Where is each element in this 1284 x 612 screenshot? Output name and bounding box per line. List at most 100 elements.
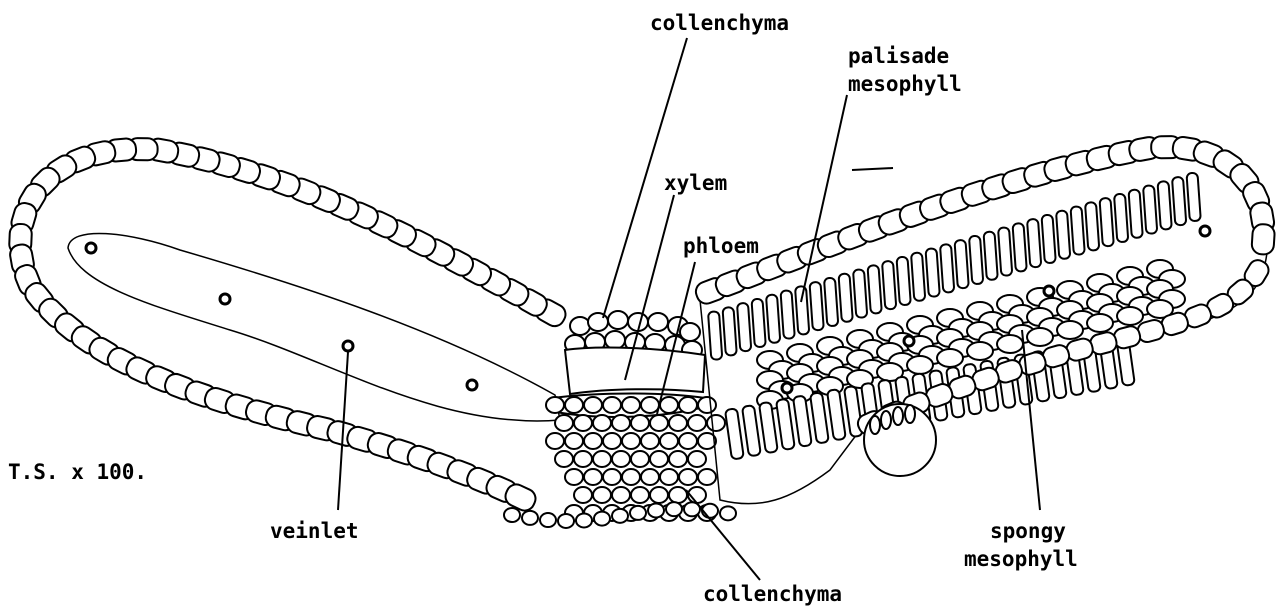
collenchyma-cell	[574, 451, 592, 467]
palisade-cell	[723, 307, 737, 356]
collenchyma-cell	[641, 433, 659, 449]
spongy-cell	[967, 342, 993, 360]
palisade-cell	[725, 408, 744, 459]
collenchyma-cell	[698, 469, 716, 485]
palisade-cell	[827, 389, 846, 440]
collenchyma-cell	[631, 415, 649, 431]
collenchyma-cell	[707, 415, 725, 431]
spongy-cell	[937, 349, 963, 367]
collenchyma-cell	[720, 506, 736, 520]
palisade-cell	[1158, 181, 1172, 230]
palisade-cell	[1187, 173, 1201, 222]
collenchyma-cell	[608, 311, 628, 329]
stray-mark	[852, 168, 893, 170]
collenchyma-cell	[679, 397, 697, 413]
collenchyma-cell	[603, 397, 621, 413]
collenchyma-cell	[593, 451, 611, 467]
palisade-cell	[1071, 206, 1085, 255]
collenchyma-cell	[648, 313, 668, 331]
collenchyma-cell	[588, 313, 608, 331]
label-collenchyma-top: collenchyma	[650, 11, 789, 35]
collenchyma-cell	[612, 415, 630, 431]
spongy-cell	[1057, 321, 1083, 339]
collenchyma-cell	[546, 397, 564, 413]
collenchyma-cell	[631, 487, 649, 503]
palisade-cell	[940, 244, 954, 293]
palisade-cell	[737, 303, 751, 352]
collenchyma-cell	[584, 397, 602, 413]
collenchyma-cell	[688, 451, 706, 467]
palisade-cell	[1056, 210, 1070, 259]
palisade-cell	[969, 236, 983, 285]
collenchyma-cell	[603, 433, 621, 449]
palisade-cell	[752, 299, 766, 348]
collenchyma-cell	[669, 487, 687, 503]
collenchyma-cell	[650, 415, 668, 431]
palisade-cell	[955, 240, 969, 289]
collenchyma-cell	[612, 451, 630, 467]
label-xylem: xylem	[664, 171, 727, 195]
spongy-cell	[907, 356, 933, 374]
label-spongy-line1: spongy	[990, 519, 1066, 543]
palisade-cell	[708, 311, 722, 360]
collenchyma-cell	[612, 509, 628, 523]
collenchyma-cell	[574, 415, 592, 431]
collenchyma-cell	[669, 415, 687, 431]
palisade-cell	[1027, 219, 1041, 268]
palisade-cell	[911, 252, 925, 301]
collenchyma-cell	[650, 451, 668, 467]
spongy-cell	[997, 335, 1023, 353]
palisade-cell	[1129, 189, 1143, 238]
palisade-cell	[793, 396, 812, 447]
collenchyma-cell	[540, 513, 556, 527]
collenchyma-cell	[622, 397, 640, 413]
palisade-cell	[810, 282, 824, 331]
veinlet-dot	[86, 243, 96, 253]
collenchyma-cell	[666, 502, 682, 516]
collenchyma-cell	[593, 415, 611, 431]
collenchyma-cell	[565, 469, 583, 485]
right-upper-epidermis	[693, 135, 1275, 306]
collenchyma-cell	[660, 397, 678, 413]
collenchyma-cell	[660, 433, 678, 449]
collenchyma-cell	[702, 504, 718, 518]
collenchyma-cell	[593, 487, 611, 503]
collenchyma-cell	[570, 317, 590, 335]
epidermal-cell	[1251, 224, 1275, 255]
xylem-region	[565, 348, 705, 394]
collenchyma-cell	[594, 512, 610, 526]
collenchyma-cell	[698, 397, 716, 413]
collenchyma-cell	[584, 469, 602, 485]
label-collenchyma-bottom: collenchyma	[703, 582, 842, 606]
palisade-cell	[1085, 202, 1099, 251]
label-spongy-line2: mesophyll	[964, 547, 1078, 571]
palisade-cell	[897, 257, 911, 306]
left-wing-inner-outline	[68, 233, 560, 421]
palisade-cell	[776, 399, 795, 450]
collenchyma-cell	[669, 451, 687, 467]
vein-dot	[1044, 286, 1054, 296]
collenchyma-cell	[648, 503, 664, 517]
collenchyma-cell	[565, 397, 583, 413]
collenchyma-cell	[546, 433, 564, 449]
collenchyma-cell	[660, 469, 678, 485]
palisade-cell	[926, 248, 940, 297]
label-palisade-line1: palisade	[848, 44, 949, 68]
label-scale: T.S. x 100.	[8, 460, 147, 484]
palisade-cell	[1013, 223, 1027, 272]
palisade-cell	[810, 392, 829, 443]
collenchyma-cell	[641, 397, 659, 413]
collenchyma-cell	[622, 469, 640, 485]
veinlet-dot	[220, 294, 230, 304]
collenchyma-cell	[650, 487, 668, 503]
collenchyma-cell	[641, 469, 659, 485]
collenchyma-cell	[679, 433, 697, 449]
collenchyma-cell	[574, 487, 592, 503]
collenchyma-cell	[622, 433, 640, 449]
veinlet-dot	[467, 380, 477, 390]
collenchyma-cell	[603, 469, 621, 485]
collenchyma-cell	[522, 511, 538, 525]
collenchyma-cell	[612, 487, 630, 503]
palisade-cell	[1143, 185, 1157, 234]
